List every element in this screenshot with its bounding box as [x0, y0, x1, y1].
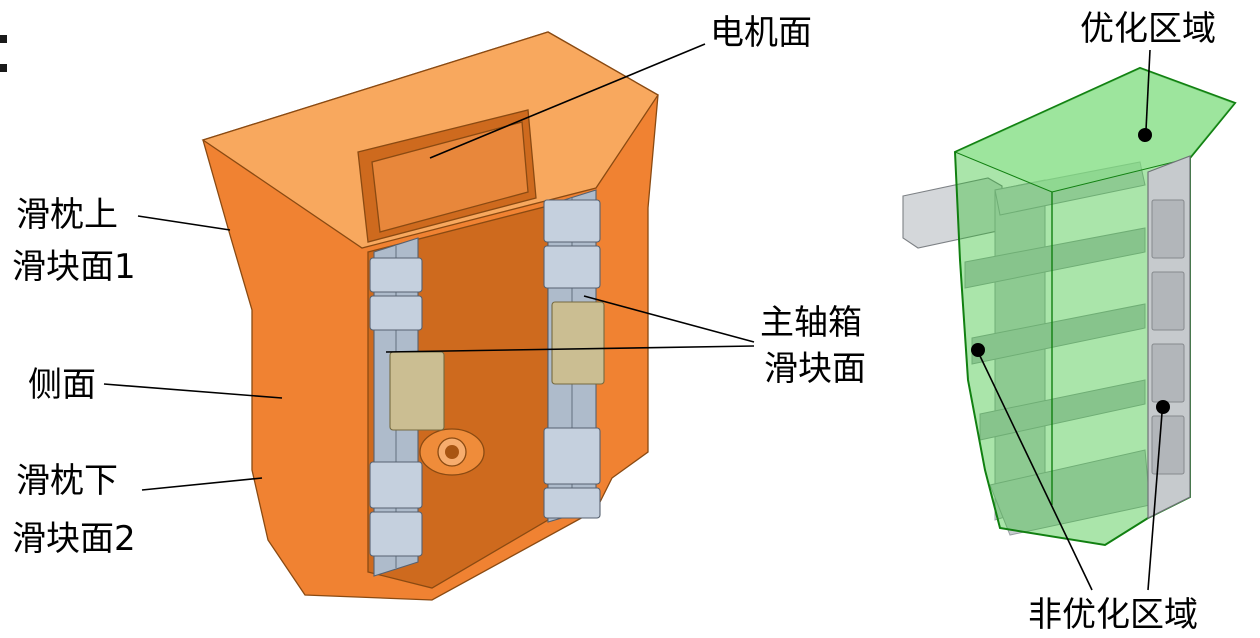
marker-dot-non-optimized-1 [971, 343, 985, 357]
optimization-model-illustration [902, 66, 1237, 547]
rail-segment [1151, 343, 1185, 403]
slider-block [543, 427, 601, 485]
crop-artifact-mark [0, 64, 7, 72]
slider-block-tan [551, 301, 605, 385]
rib [971, 303, 1146, 365]
label-non-optimized-region: 非优化区域 [1028, 595, 1198, 635]
label-ram-upper-slider-line2: 滑块面1 [12, 247, 136, 287]
slider-block [369, 511, 423, 557]
label-side-face: 侧面 [28, 365, 96, 405]
marker-dot-non-optimized-2 [1156, 400, 1170, 414]
label-ram-lower-slider-line2: 滑块面2 [12, 519, 136, 559]
leader-non-optimized-2 [1147, 412, 1163, 591]
leader-non-optimized-1 [979, 355, 1093, 591]
label-motor-face: 电机面 [710, 13, 812, 53]
slider-block [543, 199, 601, 243]
annotation-labels: 电机面 滑枕上 滑块面1 侧面 滑枕下 滑块面2 主轴箱 滑块面 优化区域 非优… [12, 9, 1216, 635]
leader-spindle-slider-right [583, 295, 755, 343]
motor-face-recess-floor [371, 121, 529, 233]
rail-segment [1151, 271, 1185, 331]
leader-lines [103, 43, 1163, 591]
rib [979, 379, 1146, 441]
leader-spindle-slider-left [385, 345, 755, 353]
slider-block [369, 257, 423, 293]
ram-model-illustration [201, 31, 659, 601]
slider-block [543, 245, 601, 289]
label-ram-upper-slider-line1: 滑枕上 [16, 195, 118, 235]
leader-motor-face [429, 43, 706, 159]
rib [964, 227, 1146, 289]
slider-block-tan [389, 351, 445, 431]
rail-segment [1151, 415, 1185, 475]
leader-optimized-region [1145, 49, 1151, 131]
leader-ram-lower-slider [141, 477, 263, 491]
rail-segment [1151, 199, 1185, 259]
leader-ram-upper-slider [137, 215, 231, 231]
slider-block [369, 461, 423, 509]
label-ram-lower-slider-line1: 滑枕下 [16, 461, 118, 501]
label-spindle-box-line1: 主轴箱 [760, 303, 862, 343]
optimized-region-top-face [953, 67, 1236, 193]
slider-block [543, 487, 601, 519]
leader-side-face [103, 383, 283, 399]
label-spindle-box-line2: 滑块面 [764, 349, 866, 389]
crop-artifact-mark [0, 35, 7, 43]
label-optimized-region: 优化区域 [1080, 9, 1216, 49]
lug-bore-hole [445, 445, 459, 459]
slider-block [369, 295, 423, 331]
marker-dot-optimized [1138, 128, 1152, 142]
